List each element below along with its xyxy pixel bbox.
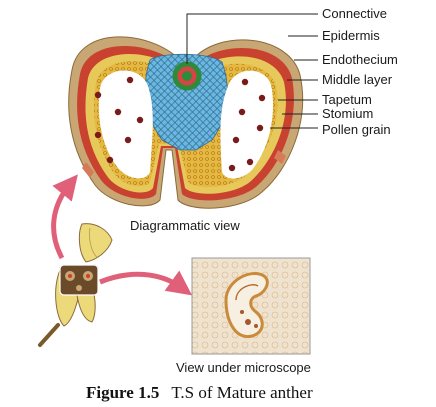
- pollen-grain: [228, 164, 236, 172]
- anther-upper-piece: [78, 223, 113, 263]
- label-tapetum: Tapetum: [322, 92, 372, 107]
- stomium-right: [274, 150, 286, 164]
- pollen-grain: [124, 136, 132, 144]
- pollen-grain: [114, 108, 122, 116]
- structure-labels: Connective Epidermis Endothecium Middle …: [322, 6, 398, 137]
- pollen-grains: [94, 76, 266, 172]
- pollen-grain: [126, 76, 134, 84]
- pollen-grain: [238, 108, 246, 116]
- label-pollen-grain: Pollen grain: [322, 122, 391, 137]
- caption-text: T.S of Mature anther: [171, 383, 313, 402]
- label-microscope-view: View under microscope: [176, 360, 311, 375]
- label-epidermis: Epidermis: [322, 28, 380, 43]
- stamen-illustration: [38, 223, 113, 347]
- filament: [38, 323, 60, 347]
- label-connective: Connective: [322, 6, 387, 21]
- label-endothecium: Endothecium: [322, 52, 398, 67]
- label-middle-layer: Middle layer: [322, 72, 393, 87]
- pollen-grain: [136, 116, 144, 124]
- stomium-left: [82, 162, 94, 178]
- label-diagrammatic-view: Diagrammatic view: [130, 218, 240, 233]
- pollen-grain: [256, 124, 264, 132]
- pollen-grain: [94, 91, 102, 99]
- pollen-sac-left: [98, 70, 153, 179]
- pollen-grain: [241, 78, 249, 86]
- pollen-grain: [258, 94, 266, 102]
- arrow-to-diagram: [51, 174, 78, 260]
- leader-connective: [186, 13, 318, 64]
- figure-caption: Figure 1.5 T.S of Mature anther: [86, 383, 313, 402]
- pollen-grain: [246, 158, 254, 166]
- caption-number: Figure 1.5: [86, 383, 159, 402]
- pollen-grain: [94, 131, 102, 139]
- arrow-to-microscope: [99, 270, 193, 296]
- pollen-grain: [106, 156, 114, 164]
- label-stomium: Stomium: [322, 106, 373, 121]
- pollen-grain: [232, 136, 240, 144]
- leader-lines: [186, 13, 318, 129]
- microscope-photo: [191, 257, 311, 355]
- anther-cross-section: [68, 36, 304, 209]
